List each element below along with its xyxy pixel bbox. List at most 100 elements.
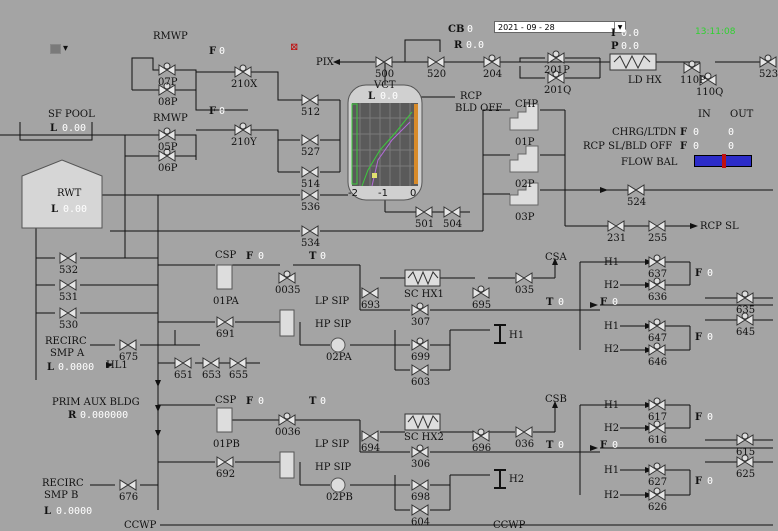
valve-512-icon[interactable]: [301, 94, 319, 106]
control-valve-110Q-icon[interactable]: [699, 74, 717, 86]
valve-653-icon[interactable]: [202, 357, 220, 369]
valve-693-icon[interactable]: [361, 287, 379, 299]
date-dropdown-icon[interactable]: ▼: [614, 22, 625, 32]
date-picker[interactable]: 2021 - 09 - 28 ▼: [494, 21, 626, 33]
valve-label-635: 635: [736, 305, 756, 316]
actuator-626-icon: [653, 487, 661, 495]
control-valve-523-icon[interactable]: [759, 56, 777, 68]
valve-label-01PB: 01PB: [213, 439, 240, 450]
valve-label-110P: 110P: [680, 75, 706, 86]
valve-675-icon[interactable]: [119, 339, 137, 351]
control-valve-647-icon[interactable]: [648, 320, 666, 332]
sf-pool-level-letter: L: [50, 123, 58, 134]
valve-label-655: 655: [229, 370, 249, 381]
control-valve-307-icon[interactable]: [411, 304, 429, 316]
valve-676-icon[interactable]: [119, 479, 137, 491]
control-valve-699-icon[interactable]: [411, 339, 429, 351]
recirc-a-level-letter: L: [47, 362, 55, 373]
p-value: 0.0: [621, 41, 640, 52]
control-valve-204-icon[interactable]: [483, 56, 501, 68]
dropdown-caret-icon[interactable]: ▾: [63, 43, 69, 54]
valve-label-603: 603: [411, 377, 431, 388]
control-valve-0035-icon[interactable]: [278, 272, 296, 284]
valve-604-icon[interactable]: [411, 504, 429, 516]
valve-label-625: 625: [736, 469, 756, 480]
valve-532-icon[interactable]: [59, 252, 77, 264]
control-valve-617-icon[interactable]: [648, 399, 666, 411]
csp-b-label: CSP: [215, 395, 237, 406]
valve-035-icon[interactable]: [515, 272, 533, 284]
actuator-210Y-icon: [239, 122, 247, 130]
chp-label: CHP: [515, 99, 539, 110]
valve-036-icon[interactable]: [515, 426, 533, 438]
valve-527-icon[interactable]: [301, 134, 319, 146]
valve-231-icon[interactable]: [607, 220, 625, 232]
valve-698-icon[interactable]: [411, 479, 429, 491]
control-valve-07P-icon[interactable]: [158, 64, 176, 76]
alarm-icon[interactable]: ⊠: [290, 42, 299, 53]
valve-534-icon[interactable]: [301, 225, 319, 237]
valve-label-694: 694: [361, 443, 381, 454]
valve-label-08P: 08P: [158, 97, 178, 108]
status-square[interactable]: [50, 44, 61, 54]
control-valve-646-icon[interactable]: [648, 344, 666, 356]
control-valve-627-icon[interactable]: [648, 464, 666, 476]
valve-520-icon[interactable]: [427, 56, 445, 68]
csp-a-temp-value: 0: [320, 251, 327, 262]
valve-label-520: 520: [427, 69, 447, 80]
control-valve-06P-icon[interactable]: [158, 150, 176, 162]
control-valve-696-icon[interactable]: [472, 430, 490, 442]
csa-label: CSA: [545, 252, 567, 263]
actuator-699-icon: [416, 337, 424, 345]
header-line-label-2: H2: [604, 280, 620, 291]
control-valve-110P-icon[interactable]: [683, 62, 701, 74]
control-valve-08P-icon[interactable]: [158, 84, 176, 96]
control-valve-05P-icon[interactable]: [158, 129, 176, 141]
control-valve-201P-icon[interactable]: [547, 52, 565, 64]
valve-694-icon[interactable]: [361, 430, 379, 442]
valve-530-icon[interactable]: [59, 307, 77, 319]
control-valve-306-icon[interactable]: [411, 446, 429, 458]
valve-label-645: 645: [736, 327, 756, 338]
control-valve-616-icon[interactable]: [648, 422, 666, 434]
valve-524-icon[interactable]: [627, 184, 645, 196]
f-h-b1-letter: F: [695, 412, 703, 423]
date-value: 2021 - 09 - 28: [498, 23, 555, 32]
valve-691-icon[interactable]: [216, 316, 234, 328]
valve-label-06P: 06P: [158, 163, 178, 174]
control-valve-625-icon[interactable]: [736, 456, 754, 468]
control-valve-636-icon[interactable]: [648, 279, 666, 291]
control-valve-637-icon[interactable]: [648, 256, 666, 268]
control-valve-615-icon[interactable]: [736, 434, 754, 446]
control-valve-695-icon[interactable]: [472, 287, 490, 299]
actuator-523-icon: [764, 54, 772, 62]
csp-a-label: CSP: [215, 250, 237, 261]
valve-label-02P: 02P: [515, 179, 535, 190]
valve-514-icon[interactable]: [301, 166, 319, 178]
valve-603-icon[interactable]: [411, 364, 429, 376]
r-label: R: [454, 40, 463, 51]
valve-655-icon[interactable]: [229, 357, 247, 369]
valve-500-icon[interactable]: [375, 56, 393, 68]
valve-536-icon[interactable]: [301, 189, 319, 201]
control-valve-645-icon[interactable]: [736, 314, 754, 326]
control-valve-210X-icon[interactable]: [234, 66, 252, 78]
valve-255-icon[interactable]: [648, 220, 666, 232]
control-valve-635-icon[interactable]: [736, 292, 754, 304]
valve-531-icon[interactable]: [59, 279, 77, 291]
f-h-b2-letter: F: [695, 476, 703, 487]
valve-692-icon[interactable]: [216, 456, 234, 468]
control-valve-626-icon[interactable]: [648, 489, 666, 501]
rcp-sl-label: RCP SL: [700, 221, 739, 232]
t-a-letter: T: [546, 297, 554, 308]
control-valve-201Q-icon[interactable]: [547, 72, 565, 84]
actuator-110Q-icon: [704, 72, 712, 80]
valve-651-icon[interactable]: [174, 357, 192, 369]
t-a-value: 0: [558, 297, 565, 308]
valve-504-icon[interactable]: [443, 206, 461, 218]
valve-501-icon[interactable]: [415, 206, 433, 218]
cb-label: CB: [448, 24, 465, 35]
control-valve-210Y-icon[interactable]: [234, 124, 252, 136]
control-valve-0036-icon[interactable]: [278, 414, 296, 426]
